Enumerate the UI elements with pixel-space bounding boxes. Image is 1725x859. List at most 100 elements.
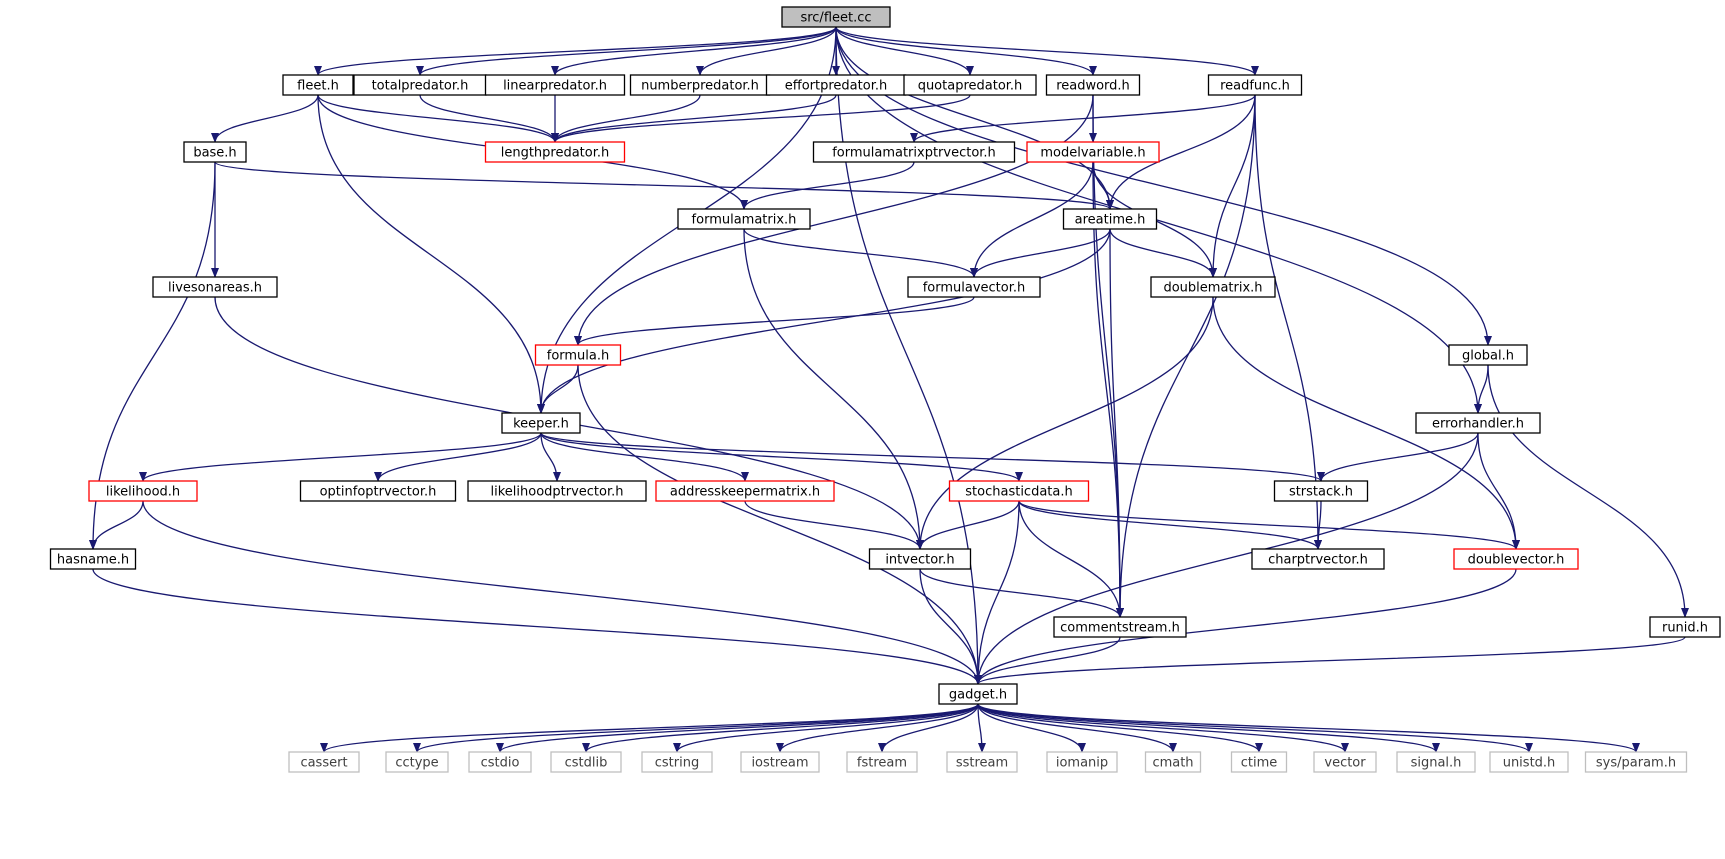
edge-gadget_h-to-unistd_h	[977, 703, 1533, 753]
node-formulamatrix-h[interactable]: formulamatrix.h	[677, 208, 811, 230]
node-label: commentstream.h	[1060, 621, 1180, 636]
node-box	[467, 480, 647, 502]
node-effortpredator-h[interactable]: effortpredator.h	[765, 74, 907, 96]
node-optinfoptrvector-h[interactable]: optinfoptrvector.h	[299, 480, 457, 502]
node-charptrvector-h[interactable]: charptrvector.h	[1251, 548, 1385, 570]
node-stochasticdata-h[interactable]: stochasticdata.h	[948, 480, 1090, 502]
edge-formulavector_h-to-formula_h	[574, 296, 975, 346]
node-vector: vector	[1313, 751, 1377, 773]
node-strstack-h[interactable]: strstack.h	[1273, 480, 1369, 502]
node-cctype: cctype	[385, 751, 449, 773]
node-label: cstring	[655, 756, 699, 771]
node-label: hasname.h	[57, 553, 129, 568]
node-totalpredator-h[interactable]: totalpredator.h	[353, 74, 487, 96]
node-addresskeepermatrix-h[interactable]: addresskeepermatrix.h	[655, 480, 835, 502]
node-box	[1251, 548, 1385, 570]
edge-gadget_h-to-iomanip	[977, 703, 1086, 753]
node-signal-h: signal.h	[1396, 751, 1476, 773]
edge-doublematrix_h-to-intvector_h	[916, 296, 1214, 550]
edge-gadget_h-to-cstdlib	[582, 703, 979, 753]
node-box	[183, 141, 247, 163]
node-label: totalpredator.h	[372, 79, 469, 94]
node-label: iomanip	[1056, 756, 1108, 771]
node-box	[1045, 74, 1141, 96]
node-runid-h[interactable]: runid.h	[1649, 616, 1721, 638]
edge-runid_h-to-gadget_h	[974, 636, 1686, 685]
node-label: base.h	[193, 146, 236, 161]
node-keeper-h[interactable]: keeper.h	[501, 412, 581, 434]
node-doublematrix-h[interactable]: doublematrix.h	[1150, 276, 1276, 298]
edge-likelihood_h-to-gadget_h	[142, 500, 982, 685]
node-global-h[interactable]: global.h	[1448, 344, 1528, 366]
node-label: doublematrix.h	[1163, 281, 1262, 296]
node-fleet-h[interactable]: fleet.h	[282, 74, 354, 96]
edge-root-to-readword_h	[835, 26, 1097, 76]
node-likelihood-h[interactable]: likelihood.h	[88, 480, 198, 502]
node-box	[385, 751, 449, 773]
edges-layer	[89, 26, 1689, 753]
edge-stochasticdata_h-to-charptrvector_h	[1018, 500, 1322, 550]
node-likelihoodptrvector-h[interactable]: likelihoodptrvector.h	[467, 480, 647, 502]
node-formulavector-h[interactable]: formulavector.h	[907, 276, 1041, 298]
node-box	[282, 74, 354, 96]
node-hasname-h[interactable]: hasname.h	[49, 548, 137, 570]
node-label: quotapredator.h	[918, 79, 1023, 94]
node-intvector-h[interactable]: intvector.h	[868, 548, 972, 570]
node-modelvariable-h[interactable]: modelvariable.h	[1026, 141, 1160, 163]
node-box	[641, 751, 713, 773]
edge-hasname_h-to-gadget_h	[92, 568, 982, 685]
node-iostream: iostream	[740, 751, 820, 773]
edge-numberpredator_h-to-lengthpredator_h	[551, 94, 701, 143]
node-quotapredator-h[interactable]: quotapredator.h	[903, 74, 1037, 96]
node-gadget-h[interactable]: gadget.h	[938, 683, 1018, 705]
node-label: numberpredator.h	[641, 79, 759, 94]
node-doublevector-h[interactable]: doublevector.h	[1453, 548, 1579, 570]
node-box	[938, 683, 1018, 705]
node-lengthpredator-h[interactable]: lengthpredator.h	[484, 141, 626, 163]
node-box	[550, 751, 622, 773]
node-box	[846, 751, 918, 773]
node-formulamatrixptrvector-h[interactable]: formulamatrixptrvector.h	[812, 141, 1016, 163]
node-label: runid.h	[1662, 621, 1708, 636]
node-label: cmath	[1152, 756, 1193, 771]
node-errorhandler-h[interactable]: errorhandler.h	[1415, 412, 1541, 434]
node-label: livesonareas.h	[168, 281, 262, 296]
node-box	[812, 141, 1016, 163]
node-cstdlib: cstdlib	[550, 751, 622, 773]
node-label: effortpredator.h	[785, 79, 887, 94]
node-label: lengthpredator.h	[501, 146, 610, 161]
node-label: vector	[1324, 756, 1366, 771]
node-label: fleet.h	[297, 79, 339, 94]
node-box	[1046, 751, 1118, 773]
edge-root-to-readfunc_h	[835, 26, 1259, 76]
edge-effortpredator_h-to-lengthpredator_h	[551, 94, 837, 143]
node-base-h[interactable]: base.h	[183, 141, 247, 163]
node-areatime-h[interactable]: areatime.h	[1062, 208, 1158, 230]
node-box	[1489, 751, 1569, 773]
node-cstdio: cstdio	[468, 751, 532, 773]
edge-addresskeepermatrix_h-to-intvector_h	[744, 500, 924, 550]
node-box	[1584, 751, 1688, 773]
node-readfunc-h[interactable]: readfunc.h	[1207, 74, 1303, 96]
node-sstream: sstream	[946, 751, 1018, 773]
edge-modelvariable_h-to-commentstream_h	[1092, 161, 1124, 618]
node-label: readfunc.h	[1220, 79, 1290, 94]
node-box	[1313, 751, 1377, 773]
node-livesonareas-h[interactable]: livesonareas.h	[152, 276, 278, 298]
node-label: gadget.h	[949, 688, 1007, 703]
node-commentstream-h[interactable]: commentstream.h	[1053, 616, 1187, 638]
edge-root-to-areatime_h	[835, 26, 1114, 210]
node-cmath: cmath	[1144, 751, 1202, 773]
node-formula-h[interactable]: formula.h	[534, 344, 622, 366]
node-box	[740, 751, 820, 773]
node-readword-h[interactable]: readword.h	[1045, 74, 1141, 96]
node-numberpredator-h[interactable]: numberpredator.h	[629, 74, 771, 96]
edge-stochasticdata_h-to-doublevector_h	[1018, 500, 1520, 550]
edge-errorhandler_h-to-strstack_h	[1317, 432, 1479, 482]
node-linearpredator-h[interactable]: linearpredator.h	[484, 74, 626, 96]
edge-root-to-totalpredator_h	[416, 26, 837, 76]
node-box	[948, 480, 1090, 502]
edge-root-to-linearpredator_h	[551, 26, 837, 76]
node-box	[88, 480, 198, 502]
